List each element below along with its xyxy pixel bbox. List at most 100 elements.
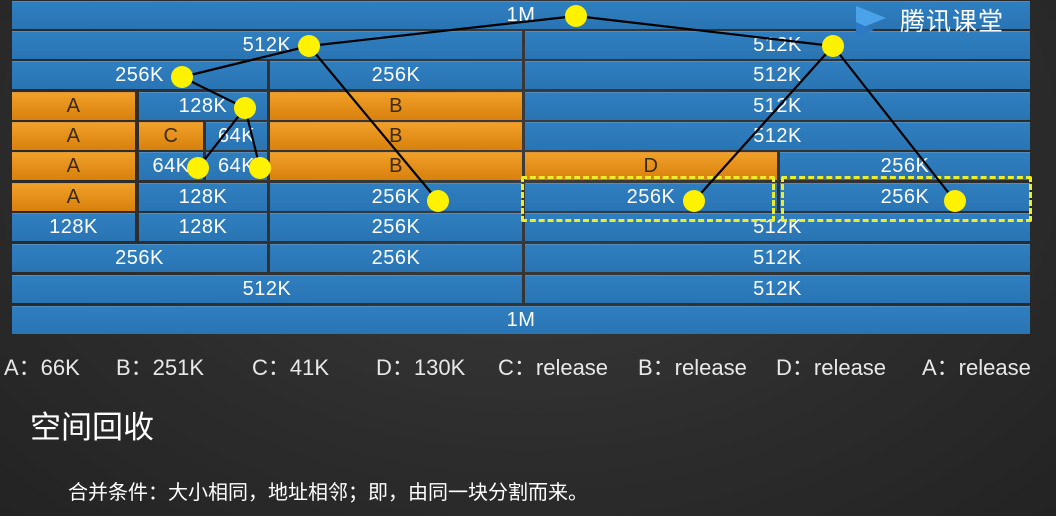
- free-block: 512K: [525, 122, 1030, 150]
- block-label: 512K: [753, 64, 802, 86]
- free-block: 256K: [780, 183, 1030, 211]
- block-label: 128K: [178, 186, 228, 208]
- legend-item: D：release: [776, 355, 887, 380]
- tree-edge: [575, 14, 834, 48]
- block-label: 64K: [217, 155, 256, 177]
- block-label: 256K: [880, 155, 930, 177]
- block-label: 512K: [242, 278, 292, 300]
- legend-item: B：251K: [116, 355, 205, 380]
- free-block: 256K: [270, 213, 522, 241]
- tree-node: [249, 157, 271, 179]
- legend-item: D：130K: [376, 355, 466, 380]
- free-block: 256K: [12, 61, 267, 89]
- allocated-block: B: [270, 92, 522, 120]
- allocated-block: A: [12, 92, 135, 120]
- free-block: 256K: [12, 244, 267, 272]
- free-block: 256K: [270, 183, 522, 211]
- free-block: 512K: [12, 31, 522, 59]
- legend-item: C：41K: [252, 355, 330, 380]
- block-label: 256K: [371, 64, 421, 86]
- allocation-sequence: A：66K B：251K C：41K D：130K C：release B：re…: [4, 350, 1056, 380]
- block-label: 256K: [371, 216, 421, 238]
- free-block: 128K: [12, 213, 135, 241]
- tree-edge: [197, 107, 246, 169]
- play-triangle-icon: [856, 6, 886, 36]
- block-label: B: [389, 125, 403, 147]
- tree-node: [171, 66, 193, 88]
- tree-node: [565, 5, 587, 27]
- tree-edge: [181, 76, 246, 109]
- block-label: 512K: [753, 247, 802, 269]
- tree-node: [822, 35, 844, 57]
- tree-node: [234, 97, 256, 119]
- tree-node: [187, 157, 209, 179]
- free-block: 256K: [270, 244, 522, 272]
- block-label: 128K: [178, 95, 228, 117]
- free-block: 256K: [270, 61, 522, 89]
- buddy-tree-overlay: [171, 5, 966, 212]
- free-block: 512K: [525, 275, 1030, 303]
- block-label: 256K: [626, 186, 676, 208]
- block-label: 512K: [753, 34, 802, 56]
- free-block: 128K: [139, 213, 267, 241]
- free-block: 512K: [525, 213, 1030, 241]
- allocated-block: A: [12, 122, 135, 150]
- tree-node: [427, 190, 449, 212]
- free-block: 1M: [12, 306, 1030, 334]
- free-block: 512K: [525, 244, 1030, 272]
- legend-item: C：release: [498, 355, 609, 380]
- allocated-block: A: [12, 183, 135, 211]
- block-label: 128K: [178, 216, 228, 238]
- legend-item: A：66K: [4, 355, 80, 380]
- block-label: 256K: [371, 247, 421, 269]
- block-label: 64K: [152, 155, 190, 177]
- block-label: 512K: [242, 34, 292, 56]
- block-label: 256K: [880, 186, 930, 208]
- block-label: D: [643, 155, 659, 177]
- buddy-allocation-diagram: 1M 512K 512K 256K 256K 512K A 128K B 512K A C 64K B 51…: [12, 1, 1032, 334]
- tree-node: [944, 190, 966, 212]
- allocated-block: B: [270, 122, 522, 150]
- block-label: 512K: [753, 95, 802, 117]
- tree-node: [683, 190, 705, 212]
- free-block: 128K: [139, 183, 267, 211]
- logo-text: 腾讯课堂: [900, 7, 1005, 36]
- block-label: 512K: [753, 125, 802, 147]
- buddy-highlight-box: [521, 176, 775, 222]
- free-block: 512K: [12, 275, 522, 303]
- allocated-block: C: [139, 122, 203, 150]
- free-block: 512K: [525, 31, 1030, 59]
- merge-condition-text: 合并条件：大小相同，地址相邻；即，由同一块分割而来。: [68, 480, 588, 504]
- block-label: 1M: [506, 309, 536, 331]
- block-label: C: [163, 125, 179, 147]
- tree-edge: [308, 14, 577, 48]
- tree-edge: [308, 45, 439, 202]
- legend-item: B：release: [638, 355, 747, 380]
- allocated-block: D: [525, 152, 777, 180]
- tree-edge: [693, 45, 834, 202]
- block-label: 256K: [371, 186, 421, 208]
- allocated-block: B: [270, 152, 522, 180]
- block-label: A: [66, 186, 81, 208]
- block-label: 512K: [753, 278, 802, 300]
- allocated-block: A: [12, 152, 135, 180]
- tree-edge: [181, 44, 310, 79]
- free-block: 256K: [525, 183, 777, 211]
- block-label: 128K: [49, 216, 98, 238]
- free-block: 256K: [780, 152, 1030, 180]
- block-label: B: [389, 155, 403, 177]
- block-label: A: [66, 95, 81, 117]
- section-title: 空间回收: [30, 410, 154, 446]
- tencent-classroom-logo: 腾讯课堂: [852, 2, 1004, 38]
- block-label: B: [389, 95, 403, 117]
- free-block: 512K: [525, 92, 1030, 120]
- tree-edge: [832, 45, 956, 202]
- block-label: A: [66, 155, 81, 177]
- legend-item: A：release: [922, 355, 1031, 380]
- free-block: 512K: [525, 61, 1030, 89]
- block-label: A: [66, 125, 81, 147]
- buddy-highlight-box: [781, 176, 1032, 222]
- block-label: 256K: [115, 247, 164, 269]
- tree-node: [298, 35, 320, 57]
- block-label: 256K: [115, 64, 164, 86]
